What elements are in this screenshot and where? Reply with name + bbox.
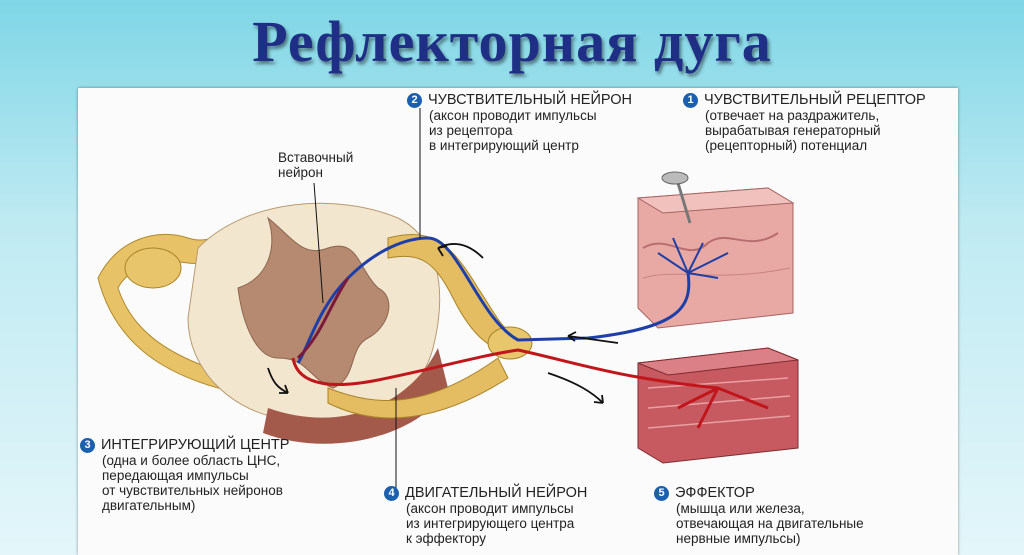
label-integrating-center: 3 ИНТЕГРИРУЮЩИЙ ЦЕНТР (одна и более облас…: [80, 438, 289, 513]
label-line: (мышца или железа,: [676, 501, 805, 516]
muscle-effector-block: [637, 347, 799, 464]
receptor-endings: [657, 237, 729, 279]
label-interneuron: Вставочный нейрон: [278, 150, 353, 180]
number-badge: 2: [407, 93, 422, 108]
label-line: к эффектору: [406, 531, 486, 546]
direction-arrows: [267, 243, 619, 404]
label-heading: ЭФФЕКТОР: [675, 485, 755, 501]
skin-receptor-block: [636, 187, 795, 329]
label-line: нервные импульсы): [676, 531, 801, 546]
label-line: (рецепторный) потенциал: [705, 138, 868, 153]
reflex-arc-diagram: 2 ЧУВСТВИТЕЛЬНЫЙ НЕЙРОН (аксон проводит и…: [78, 88, 958, 555]
label-line: нейрон: [278, 165, 323, 180]
left-ganglion: [124, 247, 182, 289]
label-line: отвечающая на двигательные: [676, 516, 864, 531]
label-line: двигательным): [102, 498, 196, 513]
pin-head: [661, 171, 689, 185]
pin-stimulus: [676, 182, 692, 224]
label-line: (аксон проводит импульсы: [406, 501, 574, 516]
ventral-root: [327, 357, 509, 419]
interneuron-path: [296, 277, 350, 360]
number-badge: 5: [654, 486, 669, 501]
label-line: из рецептора: [429, 123, 513, 138]
label-receptor: 1 ЧУВСТВИТЕЛЬНЫЙ РЕЦЕПТОР (отвечает на ра…: [683, 93, 926, 153]
number-badge: 3: [80, 438, 95, 453]
label-sensory-neuron: 2 ЧУВСТВИТЕЛЬНЫЙ НЕЙРОН (аксон проводит и…: [407, 93, 632, 153]
label-line: вырабатывая генераторный: [705, 123, 881, 138]
spinal-cord-cut: [263, 348, 448, 444]
slide-title: Рефлекторная дуга: [252, 9, 772, 74]
label-heading: ЧУВСТВИТЕЛЬНЫЙ НЕЙРОН: [428, 92, 632, 108]
label-line: из интегрирующего центра: [406, 516, 575, 531]
label-line: Вставочный: [278, 150, 354, 165]
label-line: от чувствительных нейронов: [102, 483, 283, 498]
label-heading: ЧУВСТВИТЕЛЬНЫЙ РЕЦЕПТОР: [704, 92, 926, 108]
number-badge: 1: [683, 93, 698, 108]
label-line: передающая импульсы: [102, 468, 249, 483]
motor-neuron-path: [291, 348, 769, 429]
label-heading: ИНТЕГРИРУЮЩИЙ ЦЕНТР: [101, 437, 290, 453]
label-motor-neuron: 4 ДВИГАТЕЛЬНЫЙ НЕЙРОН (аксон проводит имп…: [384, 486, 587, 546]
gray-matter: [237, 216, 390, 389]
label-effector: 5 ЭФФЕКТОР (мышца или железа, отвечающая …: [654, 486, 864, 546]
reflex-arc-illustration: [97, 108, 799, 488]
label-heading: ДВИГАТЕЛЬНЫЙ НЕЙРОН: [405, 485, 588, 501]
sensory-neuron-path: [296, 236, 691, 364]
label-line: (отвечает на раздражитель,: [705, 108, 880, 123]
label-line: (одна и более область ЦНС,: [102, 453, 281, 468]
leader-line-interneuron: [313, 182, 324, 304]
label-line: (аксон проводит импульсы: [429, 108, 597, 123]
number-badge: 4: [384, 486, 399, 501]
label-line: в интегрирующий центр: [429, 138, 579, 153]
